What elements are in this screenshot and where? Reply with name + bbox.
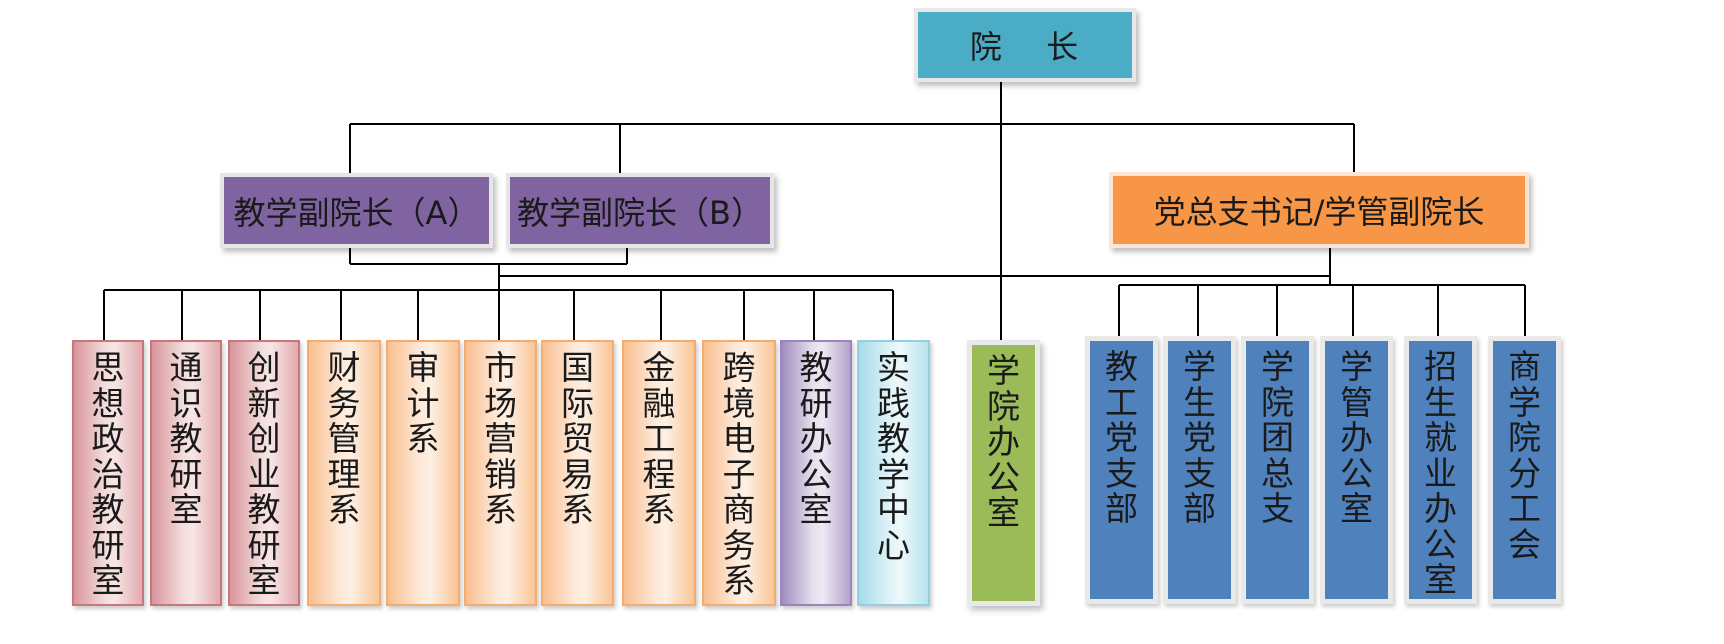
party-secretary-box: 党总支书记/学管副院长 xyxy=(1109,172,1529,248)
student-affairs-unit-box: 学管办公室 xyxy=(1320,336,1393,604)
academic-unit-label: 创新创业教研室 xyxy=(247,348,281,600)
student-affairs-unit-label: 教工党支部 xyxy=(1105,347,1138,528)
vice-dean-a-label: 教学副院长（A） xyxy=(233,193,480,232)
academic-unit-box: 财务管理系 xyxy=(307,340,381,606)
dean-label: 院 长 xyxy=(969,28,1081,66)
academic-unit-box: 跨境电子商务系 xyxy=(702,340,776,606)
student-affairs-unit-label: 商学院分工会 xyxy=(1508,347,1541,564)
vice-dean-a-box: 教学副院长（A） xyxy=(220,173,493,248)
academic-unit-label: 金融工程系 xyxy=(642,348,676,529)
academic-unit-label: 市场营销系 xyxy=(484,348,517,529)
academic-unit-box: 市场营销系 xyxy=(464,340,537,606)
student-affairs-unit-label: 学管办公室 xyxy=(1340,347,1373,528)
academic-unit-box: 审计系 xyxy=(386,340,460,606)
academic-unit-label: 财务管理系 xyxy=(327,348,361,529)
student-affairs-unit-box: 教工党支部 xyxy=(1085,336,1158,604)
academic-unit-box: 实践教学中心 xyxy=(857,340,930,606)
student-affairs-unit-label: 招生就业办公室 xyxy=(1424,347,1457,599)
student-affairs-unit-box: 商学院分工会 xyxy=(1488,336,1561,604)
academic-unit-box: 创新创业教研室 xyxy=(228,340,300,606)
academic-unit-label: 跨境电子商务系 xyxy=(722,348,756,600)
academic-unit-box: 国际贸易系 xyxy=(541,340,614,606)
academic-unit-label: 实践教学中心 xyxy=(877,348,910,565)
vice-dean-b-label: 教学副院长（B） xyxy=(517,193,763,232)
academic-unit-box: 教研办公室 xyxy=(780,340,852,606)
student-affairs-unit-box: 学生党支部 xyxy=(1163,336,1236,604)
dean-box: 院 长 xyxy=(914,8,1136,82)
student-affairs-unit-box: 招生就业办公室 xyxy=(1404,336,1477,604)
vice-dean-b-box: 教学副院长（B） xyxy=(506,173,774,248)
academic-unit-label: 国际贸易系 xyxy=(561,348,594,529)
academic-unit-label: 通识教研室 xyxy=(169,348,203,529)
college-office-box: 学院办公室 xyxy=(967,340,1040,606)
academic-unit-label: 审计系 xyxy=(406,348,440,458)
academic-unit-box: 金融工程系 xyxy=(622,340,696,606)
academic-unit-label: 教研办公室 xyxy=(799,348,833,529)
party-secretary-label: 党总支书记/学管副院长 xyxy=(1153,193,1485,231)
academic-unit-box: 思想政治教研室 xyxy=(72,340,144,606)
student-affairs-unit-box: 学院团总支 xyxy=(1241,336,1314,604)
college-office-label: 学院办公室 xyxy=(987,351,1020,532)
academic-unit-label: 思想政治教研室 xyxy=(91,348,125,600)
student-affairs-unit-label: 学生党支部 xyxy=(1183,347,1216,528)
connector-group xyxy=(103,82,1526,340)
academic-unit-box: 通识教研室 xyxy=(150,340,222,606)
student-affairs-unit-label: 学院团总支 xyxy=(1261,347,1294,528)
